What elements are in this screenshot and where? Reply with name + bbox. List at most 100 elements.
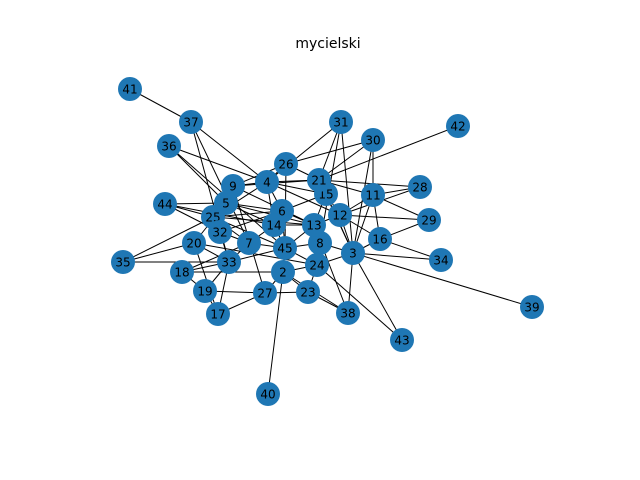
node-circle — [361, 128, 385, 152]
node-label: 39 — [524, 301, 539, 315]
edge-39-3 — [352, 252, 533, 308]
node-circle — [368, 227, 392, 251]
node-label: 21 — [311, 174, 326, 188]
node-21: 21 — [307, 168, 331, 192]
node-label: 43 — [394, 334, 409, 348]
node-23: 23 — [296, 280, 320, 304]
edge-28-21 — [318, 179, 421, 188]
node-label: 28 — [412, 181, 427, 195]
node-41: 41 — [118, 77, 142, 101]
node-label: 2 — [279, 266, 287, 280]
node-label: 19 — [197, 285, 212, 299]
node-label: 30 — [365, 134, 380, 148]
node-label: 11 — [365, 189, 380, 203]
node-circle — [274, 152, 298, 176]
node-circle — [520, 295, 544, 319]
node-circle — [262, 213, 286, 237]
node-circle — [208, 220, 232, 244]
node-label: 23 — [300, 286, 315, 300]
edge-36-5 — [168, 145, 227, 204]
edge-37-7 — [190, 121, 250, 244]
node-label: 7 — [245, 237, 253, 251]
node-35: 35 — [111, 250, 135, 274]
node-circle — [328, 203, 352, 227]
node-label: 37 — [183, 116, 198, 130]
node-circle — [256, 382, 280, 406]
edge-43-3 — [352, 252, 403, 341]
node-label: 45 — [277, 242, 292, 256]
edge-35-20 — [122, 242, 195, 263]
node-28: 28 — [408, 175, 432, 199]
edge-36-4 — [168, 145, 268, 183]
node-circle — [336, 301, 360, 325]
node-label: 24 — [309, 259, 324, 273]
node-39: 39 — [520, 295, 544, 319]
node-label: 8 — [316, 237, 324, 251]
node-44: 44 — [153, 192, 177, 216]
node-circle — [390, 328, 414, 352]
node-label: 9 — [229, 180, 237, 194]
node-label: 3 — [349, 247, 357, 261]
node-label: 42 — [450, 120, 465, 134]
node-14: 14 — [262, 213, 286, 237]
node-circle — [206, 302, 230, 326]
node-label: 16 — [372, 233, 387, 247]
edge-35-25 — [122, 216, 214, 263]
node-circle — [253, 281, 277, 305]
node-circle — [408, 175, 432, 199]
edge-17-20 — [193, 242, 219, 315]
node-37: 37 — [179, 110, 203, 134]
node-circle — [118, 77, 142, 101]
node-42: 42 — [446, 114, 470, 138]
node-circle — [153, 192, 177, 216]
node-label: 40 — [260, 388, 275, 402]
node-16: 16 — [368, 227, 392, 251]
node-circle — [237, 231, 261, 255]
node-label: 17 — [210, 308, 225, 322]
node-circle — [341, 241, 365, 265]
node-circle — [182, 231, 206, 255]
node-27: 27 — [253, 281, 277, 305]
edge-29-12 — [339, 214, 430, 221]
edge-42-21 — [318, 125, 459, 181]
node-circle — [417, 208, 441, 232]
node-label: 14 — [266, 219, 281, 233]
node-label: 35 — [115, 256, 130, 270]
node-2: 2 — [271, 260, 295, 284]
node-circle — [302, 213, 326, 237]
node-34: 34 — [429, 248, 453, 272]
edge-20-24 — [193, 242, 318, 266]
node-circle — [296, 280, 320, 304]
node-31: 31 — [329, 110, 353, 134]
node-circle — [361, 183, 385, 207]
graph-title: mycielski — [295, 36, 360, 52]
node-43: 43 — [390, 328, 414, 352]
node-36: 36 — [157, 134, 181, 158]
node-33: 33 — [217, 250, 241, 274]
node-circle — [111, 250, 135, 274]
node-circle — [170, 260, 194, 284]
node-label: 34 — [433, 254, 448, 268]
edge-37-4 — [190, 121, 268, 183]
node-label: 12 — [332, 209, 347, 223]
node-label: 31 — [333, 116, 348, 130]
node-26: 26 — [274, 152, 298, 176]
node-12: 12 — [328, 203, 352, 227]
node-18: 18 — [170, 260, 194, 284]
edge-18-7 — [181, 242, 250, 273]
node-label: 5 — [222, 197, 230, 211]
edge-30-26 — [285, 139, 374, 165]
node-circle — [429, 248, 453, 272]
node-circle — [179, 110, 203, 134]
node-38: 38 — [336, 301, 360, 325]
node-circle — [217, 250, 241, 274]
node-circle — [329, 110, 353, 134]
node-20: 20 — [182, 231, 206, 255]
edge-34-3 — [352, 252, 442, 261]
node-4: 4 — [255, 170, 279, 194]
node-label: 33 — [221, 256, 236, 270]
node-label: 29 — [421, 214, 436, 228]
node-13: 13 — [302, 213, 326, 237]
